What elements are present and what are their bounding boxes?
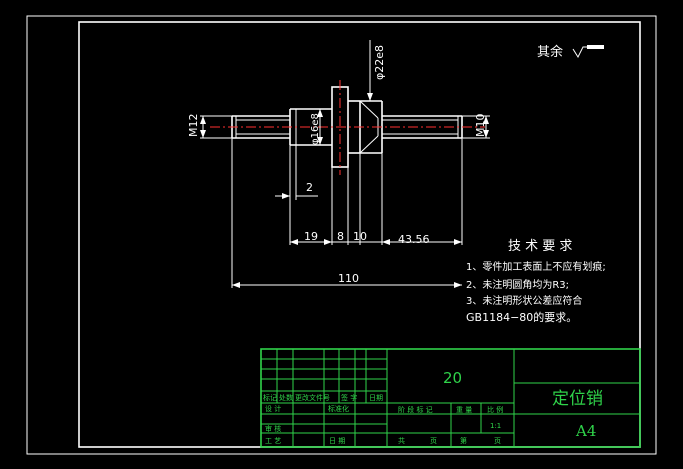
tb-quantity: 20 bbox=[443, 369, 462, 387]
tb-design-label: 设 计 bbox=[265, 404, 281, 413]
dim-8-label: 8 bbox=[337, 230, 344, 243]
tb-date2-label: 日 期 bbox=[329, 437, 345, 445]
surface-finish-note: 其余 bbox=[537, 44, 604, 60]
tb-date-label: 日期 bbox=[369, 394, 383, 402]
tb-part-name: 定位销 bbox=[552, 389, 603, 409]
tb-mark-label: 标记 bbox=[263, 393, 277, 402]
surface-finish-label: 其余 bbox=[537, 44, 563, 60]
roughness-value-box bbox=[587, 45, 604, 49]
tech-req-line-1: 1、零件加工表面上不应有划痕; bbox=[466, 260, 606, 273]
dim-4356-label: 43.56 bbox=[398, 233, 430, 246]
tb-changedoc-label: 更改文件号 bbox=[295, 393, 330, 402]
dim-d22-label: φ22e8 bbox=[373, 45, 386, 80]
tb-stage-label: 阶 段 标 记 bbox=[398, 405, 433, 414]
tb-sheet-label: 页 bbox=[430, 437, 437, 445]
tech-req-title: 技 术 要 求 bbox=[508, 239, 572, 254]
tb-signature-label: 签 字 bbox=[341, 393, 357, 402]
dimension-m12: M12 bbox=[187, 114, 232, 139]
dimension-d16: φ16e8 bbox=[310, 109, 323, 145]
dim-m12-label: M12 bbox=[187, 114, 200, 138]
technical-requirements: 技 术 要 求 1、零件加工表面上不应有划痕; 2、未注明圆角均为R3; 3、未… bbox=[466, 239, 606, 324]
tb-standardize-label: 标准化 bbox=[328, 404, 349, 413]
dim-2-label: 2 bbox=[306, 181, 313, 194]
dim-d16-label: φ16e8 bbox=[310, 113, 321, 145]
tb-sheet-size: A4 bbox=[575, 422, 596, 440]
dimension-chain: 19 8 10 43.56 110 bbox=[231, 138, 463, 288]
tb-total-label: 共 bbox=[398, 436, 405, 445]
dim-10-label: 10 bbox=[353, 230, 367, 243]
outer-sheet-border bbox=[26, 15, 657, 455]
dim-m10-label: M10 bbox=[474, 114, 487, 138]
dimension-d22: φ22e8 bbox=[360, 40, 386, 102]
tb-weight-label: 重 量 bbox=[456, 406, 472, 414]
tb-no-label: 第 bbox=[460, 436, 467, 445]
tb-zones-label: 处数 bbox=[279, 393, 293, 402]
tb-review-label: 审 核 bbox=[265, 424, 281, 433]
tech-req-line-3: 3、未注明形状公差应符合 bbox=[466, 294, 582, 307]
dim-110-label: 110 bbox=[338, 272, 359, 285]
tb-process-label: 工 艺 bbox=[265, 437, 281, 445]
dimension-2: 2 bbox=[275, 145, 318, 245]
title-block: 标记 处数 更改文件号 签 字 日期 设 计 标准化 审 核 工 艺 日 期 2… bbox=[260, 348, 641, 448]
tb-ratio-label: 比 例 bbox=[487, 405, 503, 414]
tech-req-line-2: 2、未注明圆角均为R3; bbox=[466, 278, 569, 291]
tech-req-line-4: GB1184−80的要求。 bbox=[466, 310, 577, 324]
tb-sheet2-label: 页 bbox=[494, 437, 501, 445]
tb-scale-value: 1:1 bbox=[490, 422, 501, 430]
dimension-m10: M10 bbox=[462, 114, 490, 139]
dim-19-label: 19 bbox=[304, 230, 318, 243]
